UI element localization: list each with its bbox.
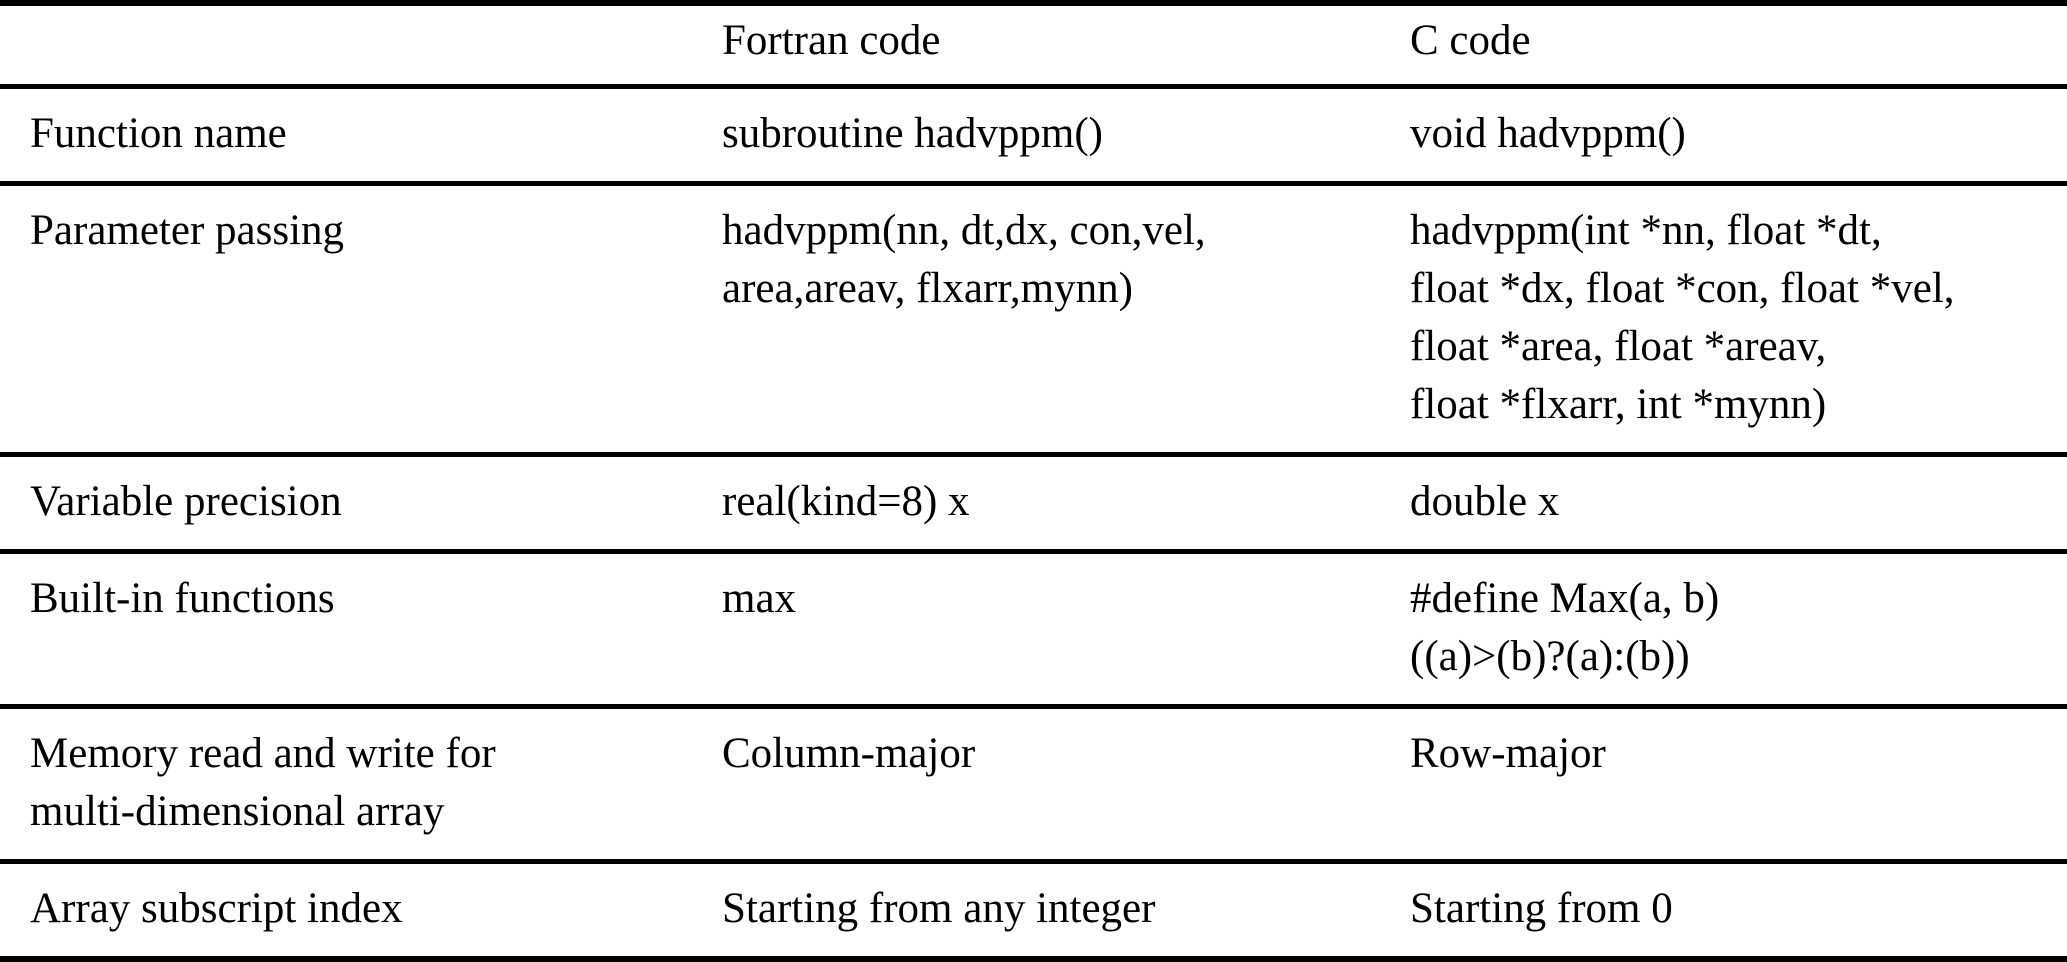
row-label: Variable precision xyxy=(30,478,342,525)
header-fortran-code: Fortran code xyxy=(722,17,941,64)
table-row-function-name: Function name subroutine hadvppm() void … xyxy=(0,87,2067,184)
table-row-built-in-functions: Built-in functions max #define Max(a, b)… xyxy=(0,552,2067,707)
cell-c: #define Max(a, b) ((a)>(b)?(a):(b)) xyxy=(1410,575,1720,680)
cell-c: Starting from 0 xyxy=(1410,885,1673,932)
header-c-code: C code xyxy=(1410,17,1531,64)
cell-c: hadvppm(int *nn, float *dt, float *dx, f… xyxy=(1410,207,1955,428)
cell-c: Row-major xyxy=(1410,730,1606,777)
header-row-label-column xyxy=(0,3,722,87)
table-row-parameter-passing: Parameter passing hadvppm(nn, dt,dx, con… xyxy=(0,184,2067,455)
row-label: Parameter passing xyxy=(30,207,345,254)
table-row-array-subscript-index: Array subscript index Starting from any … xyxy=(0,862,2067,960)
row-label: Function name xyxy=(30,110,287,157)
cell-fortran: subroutine hadvppm() xyxy=(722,110,1103,157)
cell-fortran: Column-major xyxy=(722,730,976,777)
row-label: Memory read and write for multi-dimensio… xyxy=(30,730,496,835)
cell-fortran: Starting from any integer xyxy=(722,885,1156,932)
row-label: Built-in functions xyxy=(30,575,335,622)
cell-fortran: max xyxy=(722,575,797,622)
cell-c: void hadvppm() xyxy=(1410,110,1686,157)
row-label: Array subscript index xyxy=(30,885,403,932)
table-row-variable-precision: Variable precision real(kind=8) x double… xyxy=(0,455,2067,552)
cell-fortran: real(kind=8) x xyxy=(722,478,970,525)
table-row-memory-read-write: Memory read and write for multi-dimensio… xyxy=(0,707,2067,862)
table-header-row: Fortran code C code xyxy=(0,3,2067,87)
cell-c: double x xyxy=(1410,478,1560,525)
cell-fortran: hadvppm(nn, dt,dx, con,vel, area,areav, … xyxy=(722,207,1206,312)
